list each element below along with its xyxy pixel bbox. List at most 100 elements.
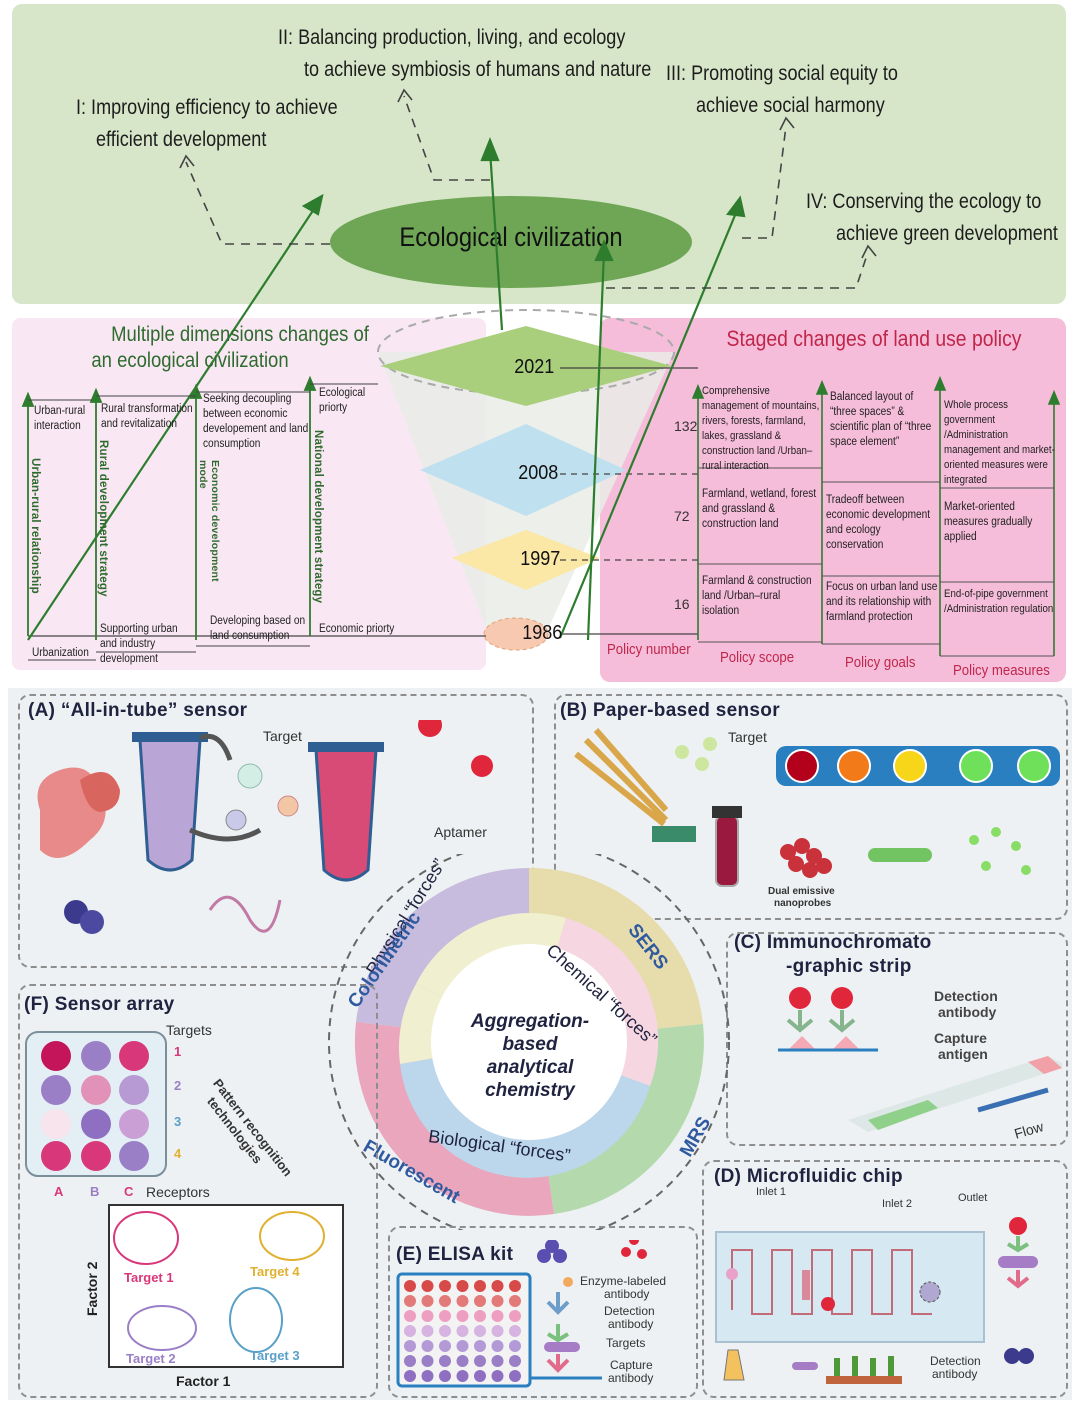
elisa-well <box>439 1280 451 1292</box>
row-4: 4 <box>174 1146 182 1161</box>
measures-2008: Market-oriented measures gradually appli… <box>944 501 1033 543</box>
elisa-well <box>474 1295 486 1307</box>
goal-1-line-2: efficient development <box>96 128 267 151</box>
footer-policy-number: Policy number <box>607 641 691 658</box>
panel-c-title-line-2: -graphic strip <box>786 956 912 977</box>
panel-e-cap-line-2: antibody <box>608 1371 654 1385</box>
stomach-icon <box>80 772 120 812</box>
elisa-well <box>404 1325 416 1337</box>
panel-a-illustration <box>37 720 493 934</box>
panel-d-box <box>702 1160 1068 1398</box>
goal-3-line-2: achieve social harmony <box>696 94 885 117</box>
tube-a2-icon <box>314 748 378 882</box>
microfluidic-chip <box>715 1231 985 1343</box>
col3-axis: Economic development mode <box>197 460 221 582</box>
elisa-well <box>456 1340 469 1352</box>
layer-2008 <box>420 424 626 516</box>
panel-d-det-line-1: Detection <box>930 1354 981 1368</box>
elisa-well <box>439 1295 451 1307</box>
elisa-well <box>474 1325 486 1337</box>
elisa-well <box>509 1310 521 1322</box>
panel-f-title: (F) Sensor array <box>24 994 175 1015</box>
elisa-well <box>439 1355 451 1367</box>
year-2021: 2021 <box>514 356 555 378</box>
year-1986: 1986 <box>522 622 563 644</box>
panel-d-illustration <box>715 1217 1038 1384</box>
elisa-well <box>509 1370 521 1382</box>
panel-e-box <box>388 1226 698 1398</box>
panel-f-targets: Targets <box>166 1022 212 1038</box>
panel-c-cap-line-2: antigen <box>938 1046 988 1062</box>
elisa-well <box>421 1325 434 1337</box>
panel-c-cap-line-1: Capture <box>934 1030 987 1046</box>
panel-c-illustration <box>778 987 1062 1132</box>
panel-d-title: (D) Microfluidic chip <box>714 1166 903 1187</box>
target-2: Target 2 <box>126 1351 176 1366</box>
ecological-civilization-ellipse <box>330 196 692 288</box>
elisa-well <box>421 1370 434 1382</box>
panel-d-outlet: Outlet <box>958 1192 988 1204</box>
panel-a-title: (A) “All-in-tube” sensor <box>28 700 248 721</box>
elisa-well <box>456 1280 469 1292</box>
scope-1986: Farmland & construction land /Urban–rura… <box>702 575 812 617</box>
elisa-well <box>491 1340 504 1352</box>
panel-b-target: Target <box>728 729 767 745</box>
goal-2-line-2: to achieve symbiosis of humans and natur… <box>304 58 652 81</box>
year-1997: 1997 <box>520 548 561 570</box>
panel-e-targets: Targets <box>606 1336 646 1350</box>
policy-number-2008: 72 <box>674 508 690 524</box>
elisa-well <box>404 1370 416 1382</box>
panel-a-target: Target <box>263 728 302 744</box>
row-1: 1 <box>174 1044 182 1059</box>
elisa-well <box>439 1340 451 1352</box>
policy-panel <box>600 318 1066 682</box>
elisa-well <box>421 1355 434 1367</box>
elisa-well <box>456 1310 469 1322</box>
goal-2-line-1: II: Balancing production, living, and ec… <box>278 26 626 49</box>
col3-top: Seeking decoupling between economic deve… <box>203 393 309 450</box>
scope-2021: Comprehensive management of mountains, r… <box>702 385 820 472</box>
row-3: 3 <box>174 1114 182 1129</box>
panel-c-det-line-1: Detection <box>934 988 998 1004</box>
goal-1-line-1: I: Improving efficiency to achieve <box>76 96 338 119</box>
elisa-well <box>404 1295 416 1307</box>
layer-1986 <box>483 617 549 651</box>
elisa-well <box>439 1370 451 1382</box>
col-c: C <box>124 1184 134 1199</box>
elisa-well <box>491 1295 504 1307</box>
col-a: A <box>54 1184 64 1199</box>
elisa-well <box>509 1325 521 1337</box>
panel-a-box <box>18 694 534 968</box>
panel-b-box <box>554 694 1068 920</box>
elisa-well <box>439 1325 451 1337</box>
elisa-well <box>456 1370 469 1382</box>
factor-2: Factor 2 <box>84 1261 100 1316</box>
elisa-well <box>491 1310 504 1322</box>
panel-d-inlet2: Inlet 2 <box>882 1198 912 1210</box>
elisa-well <box>456 1355 469 1367</box>
col3-bottom: Developing based on land consumption <box>210 615 306 642</box>
panel-c-title-line-1: (C) Immunochromato <box>734 932 932 953</box>
col1-top: Urban-rural interaction <box>34 405 86 432</box>
col1-bottom: Urbanization <box>32 647 89 659</box>
elisa-well <box>509 1280 521 1292</box>
policy-number-1986: 16 <box>674 596 690 612</box>
panel-f-box <box>18 984 378 1398</box>
col2-bottom: Supporting urban and industry developmen… <box>100 623 178 665</box>
col4-top: Ecological priorty <box>319 387 366 414</box>
elisa-well <box>509 1355 521 1367</box>
elisa-well <box>474 1355 486 1367</box>
col-b: B <box>90 1184 100 1199</box>
pca-plot <box>108 1204 344 1368</box>
measures-1986: End-of-pipe government /Administration r… <box>944 588 1054 615</box>
panel-e-det-line-2: antibody <box>608 1317 654 1331</box>
layer-1997 <box>452 530 600 590</box>
elisa-plate <box>396 1272 532 1388</box>
panel-e-title: (E) ELISA kit <box>396 1244 514 1265</box>
elisa-well <box>421 1340 434 1352</box>
footer-policy-measures: Policy measures <box>953 662 1050 679</box>
tube-a1-icon <box>138 738 202 872</box>
col2-axis: Rural development strategy <box>97 440 109 597</box>
elisa-well <box>421 1295 434 1307</box>
target-3: Target 3 <box>250 1348 300 1363</box>
